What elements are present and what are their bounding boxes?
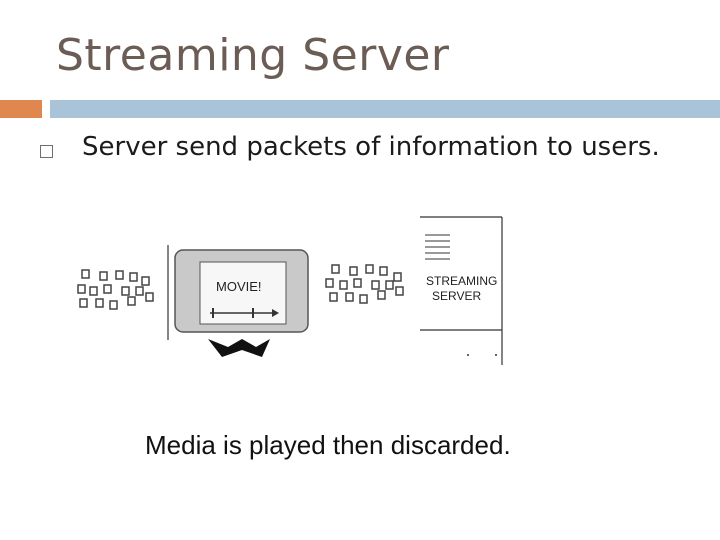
slide-title: Streaming Server [56,30,450,81]
accent-bar-orange [0,100,42,118]
streaming-server: STREAMING SERVER [420,216,503,365]
streaming-illustration: MOVIE! STREAMING SERVER [70,215,510,370]
media-player: MOVIE! [174,249,309,357]
accent-bar-blue [50,100,720,118]
packet-cluster-left [77,269,154,310]
bullet-text: Server send packets of information to us… [82,132,660,162]
bullet-marker [40,145,53,158]
streaming-diagram: MOVIE! STREAMING SERVER [77,216,503,365]
caption: Media is played then discarded. [145,430,511,460]
packet-cluster-right [325,264,404,304]
player-label: MOVIE! [216,279,262,294]
server-label-line2: SERVER [432,289,481,303]
server-label-line1: STREAMING [426,274,497,288]
